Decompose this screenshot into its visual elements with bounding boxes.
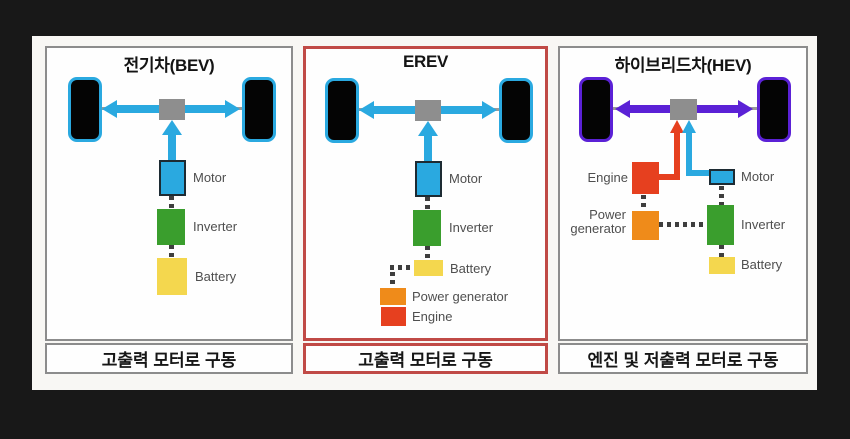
drive-arrow-right-shaft [697, 105, 738, 113]
engine-power-arrow-head [670, 120, 684, 133]
inverter-box [413, 210, 441, 246]
inverter-box [157, 209, 185, 245]
motor-power-arrow-head [682, 120, 696, 133]
panel-bev-diagram-box: 전기차(BEV) Motor Inverter Battery [45, 46, 293, 341]
drive-arrow-right-shaft [185, 105, 225, 113]
engine-label: Engine [412, 309, 453, 324]
axle-hub [670, 99, 697, 120]
panel-erev-footer-text: 고출력 모터로 구동 [358, 351, 493, 370]
motor-power-line-vertical [686, 132, 692, 176]
inverter-label: Inverter [449, 220, 494, 235]
battery-box [414, 260, 443, 276]
motor-box [415, 161, 442, 197]
panel-hev-title: 하이브리드차(HEV) [614, 56, 752, 75]
panel-bev-footer-text: 고출력 모터로 구동 [101, 351, 237, 370]
drive-arrow-left-shaft [117, 105, 159, 113]
drive-arrow-left-head [615, 100, 630, 118]
axle-hub [159, 99, 185, 120]
panel-erev-title: EREV [402, 52, 449, 71]
motor-label: Motor [741, 169, 775, 184]
motor-label: Motor [449, 171, 483, 186]
panel-bev: 전기차(BEV) Motor Inverter Battery 고출력 모터로 … [45, 46, 293, 376]
connector-battery-generator-horizontal [390, 265, 414, 270]
drive-arrow-right-head [225, 100, 240, 118]
wheel-left-icon [68, 77, 102, 142]
panel-hev-footer-text: 엔진 및 저출력 모터로 구동 [587, 351, 779, 370]
motor-arrow-shaft [424, 136, 432, 161]
motor-box [159, 160, 186, 196]
panel-bev-title: 전기차(BEV) [123, 56, 215, 75]
panel-bev-footer: 고출력 모터로 구동 [45, 343, 293, 374]
diagram-canvas: 전기차(BEV) Motor Inverter Battery 고출력 모터로 … [32, 36, 817, 390]
inverter-label: Inverter [193, 219, 238, 234]
battery-label: Battery [741, 257, 783, 272]
power-generator-box [632, 211, 659, 240]
panel-erev: EREV Motor Inverter Battery Power genera… [303, 46, 548, 376]
wheel-left-icon [579, 77, 613, 142]
power-generator-label-line1: Power [589, 207, 626, 222]
inverter-box [707, 205, 734, 245]
battery-label: Battery [450, 261, 492, 276]
battery-box [709, 257, 735, 274]
inverter-label: Inverter [741, 217, 786, 232]
wheel-right-icon [757, 77, 791, 142]
wheel-right-icon [242, 77, 276, 142]
drive-arrow-left-head [102, 100, 117, 118]
motor-arrow-head [418, 121, 438, 136]
drive-arrow-left-head [359, 101, 374, 119]
engine-box [381, 307, 406, 326]
motor-power-line-horizontal [686, 170, 712, 176]
connector-inverter-battery [169, 245, 174, 258]
drive-arrow-right-head [482, 101, 497, 119]
drive-arrow-right-shaft [441, 106, 482, 114]
panel-erev-footer: 고출력 모터로 구동 [303, 343, 548, 374]
panel-erev-diagram-box: EREV Motor Inverter Battery Power genera… [303, 46, 548, 341]
battery-label: Battery [195, 269, 237, 284]
connector-inverter-battery [425, 246, 430, 260]
connector-motor-inverter [719, 186, 724, 205]
engine-label: Engine [587, 170, 628, 185]
connector-engine-generator [641, 195, 646, 210]
wheel-right-icon [499, 78, 533, 143]
motor-label: Motor [193, 170, 227, 185]
axle-hub [415, 100, 441, 121]
power-generator-label-line2: generator [570, 221, 626, 236]
motor-arrow-head [162, 120, 182, 135]
connector-motor-inverter [425, 197, 430, 210]
power-generator-box [380, 288, 406, 305]
drive-arrow-right-head [738, 100, 753, 118]
power-generator-label: Power generator [412, 289, 509, 304]
drive-arrow-left-shaft [372, 106, 415, 114]
motor-box [709, 169, 735, 185]
connector-generator-inverter [659, 222, 707, 227]
connector-inverter-battery [719, 245, 724, 257]
battery-box [157, 258, 187, 295]
drive-arrow-left-shaft [630, 105, 670, 113]
panel-hev-footer: 엔진 및 저출력 모터로 구동 [558, 343, 808, 374]
connector-battery-generator-vertical [390, 272, 395, 288]
engine-power-line-vertical [674, 132, 680, 180]
motor-arrow-shaft [168, 135, 176, 160]
engine-box [632, 162, 659, 194]
wheel-left-icon [325, 78, 359, 143]
connector-motor-inverter [169, 196, 174, 209]
engine-power-line-horizontal [657, 174, 680, 180]
